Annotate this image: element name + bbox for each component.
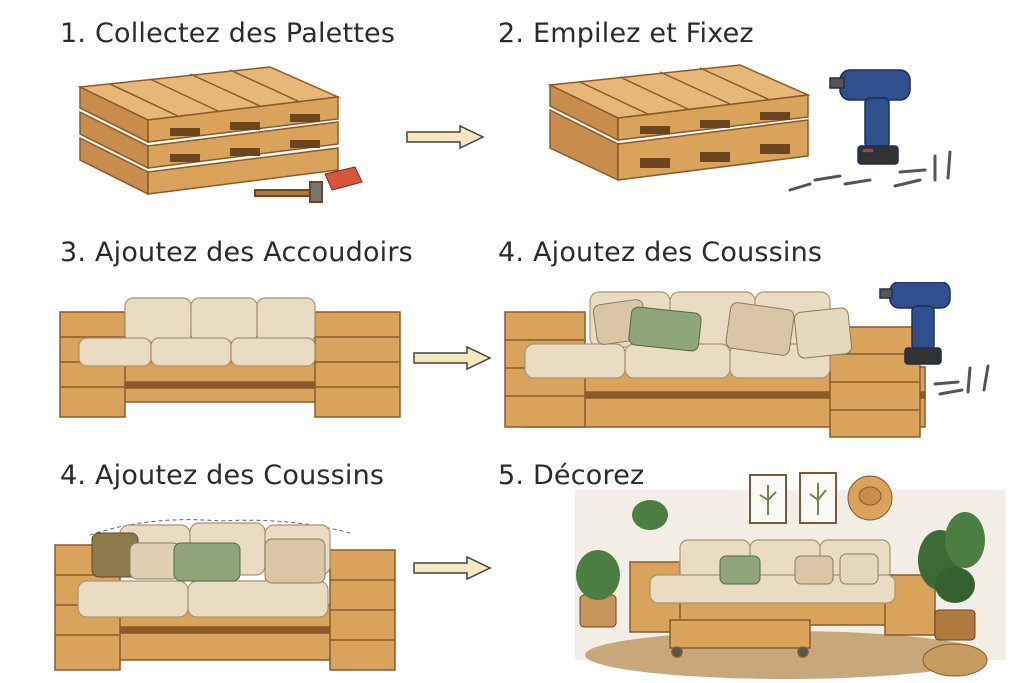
pallet-stack-illustration xyxy=(77,66,363,203)
step-1-title: 1. Collectez des Palettes xyxy=(60,18,396,49)
drill-icon xyxy=(829,69,911,165)
arrow-right-icon xyxy=(413,555,492,581)
step-5-title: 5. Décorez xyxy=(498,460,645,491)
arrow-right-icon xyxy=(413,345,492,371)
plant-icon xyxy=(918,512,985,641)
screw-icon xyxy=(933,364,990,396)
sofa-with-cushions-illustration xyxy=(504,282,990,438)
screw-icon xyxy=(788,150,952,192)
frame-icon xyxy=(749,472,837,524)
hammer-icon xyxy=(254,181,323,203)
step-4b-title: 4. Ajoutez des Coussins xyxy=(60,460,385,491)
sofa-cushions-outline-illustration xyxy=(54,519,396,671)
step-4-title: 4. Ajoutez des Coussins xyxy=(498,237,823,268)
plant-icon xyxy=(576,500,668,628)
step-2-title: 2. Empilez et Fixez xyxy=(498,18,754,49)
stacked-pallets-illustration xyxy=(547,64,952,192)
decorated-room-illustration xyxy=(575,472,1005,679)
hat-icon xyxy=(847,475,893,521)
sofa-with-armrests-illustration xyxy=(59,297,401,418)
drill-icon xyxy=(879,282,951,365)
step-3-title: 3. Ajoutez des Accoudoirs xyxy=(60,237,413,268)
arrow-right-icon xyxy=(406,124,485,150)
